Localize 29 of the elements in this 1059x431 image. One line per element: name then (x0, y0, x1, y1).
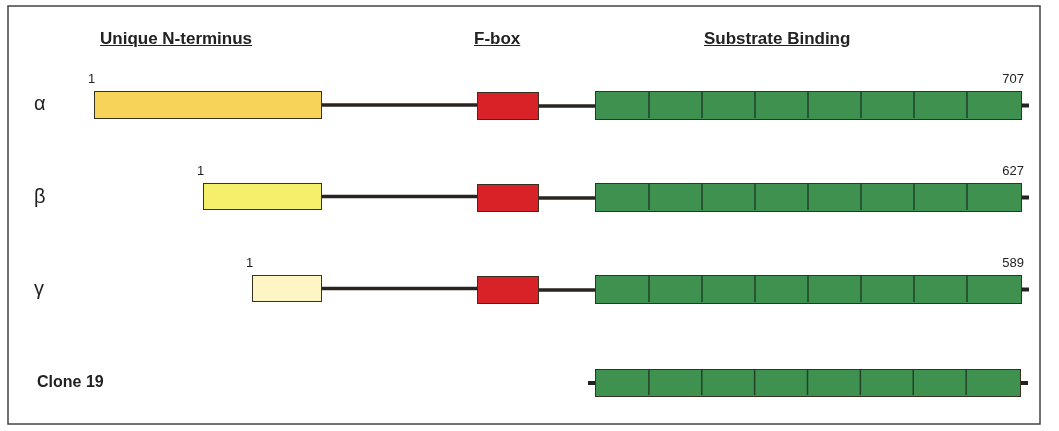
column-heading: F-box (474, 29, 521, 49)
linker-line (322, 194, 477, 199)
domain-box (252, 275, 322, 302)
domain-box (203, 183, 322, 210)
domain-box (477, 276, 539, 304)
column-heading: Substrate Binding (704, 29, 851, 49)
linker-line (322, 286, 477, 291)
isoform-label: α (34, 92, 46, 115)
domain-box (94, 91, 322, 119)
domain-box (477, 92, 539, 120)
residue-number: 627 (1001, 163, 1024, 178)
repeat-domain-bar (595, 369, 1021, 397)
residue-number: 1 (246, 255, 255, 270)
repeat-domain-bar (595, 183, 1022, 212)
linker-line (539, 104, 595, 108)
clone-label: Clone 19 (37, 373, 104, 391)
repeat-domain-bar (595, 91, 1022, 120)
linker-line (539, 288, 595, 292)
linker-line (322, 103, 477, 107)
residue-number: 1 (88, 71, 97, 86)
repeat-domain-bar (595, 275, 1022, 304)
isoform-label: γ (34, 277, 44, 300)
domain-box (477, 184, 539, 212)
residue-number: 1 (197, 163, 206, 178)
residue-number: 589 (1001, 255, 1024, 270)
residue-number: 707 (1001, 71, 1024, 86)
column-heading: Unique N-terminus (100, 29, 253, 49)
isoform-label: β (34, 185, 46, 208)
linker-line (539, 196, 595, 200)
